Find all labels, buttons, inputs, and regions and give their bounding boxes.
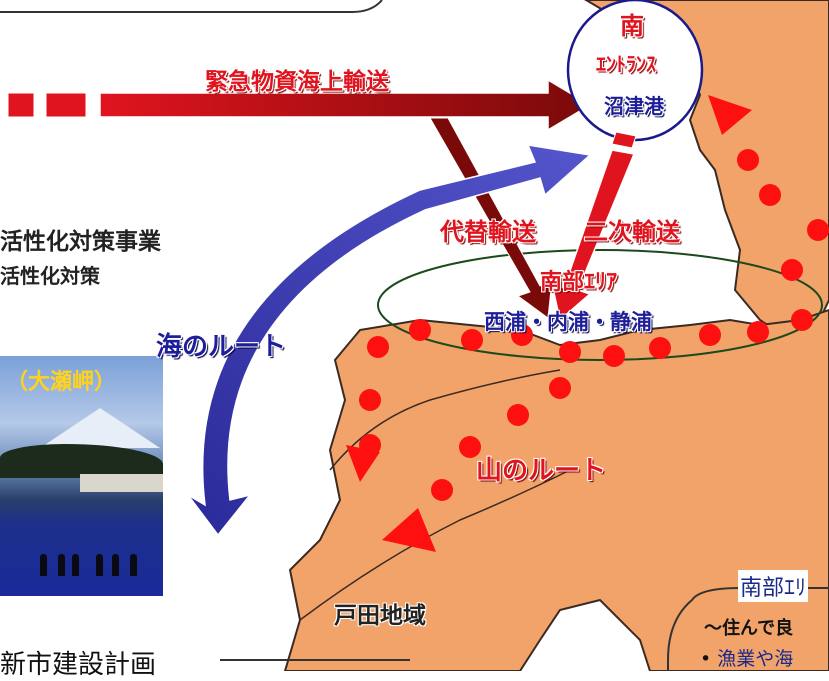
info-box-edge xyxy=(667,587,829,671)
dash-segment xyxy=(7,92,35,118)
mountain-route-dots xyxy=(359,149,829,501)
label-alternate-transport: 代替輸送 xyxy=(440,218,536,246)
emergency-transport-arrow xyxy=(99,78,592,132)
label-heda-area: 戸田地域 xyxy=(334,603,426,629)
label-revitalization-project: 活性化対策事業 xyxy=(0,229,161,255)
sea-route-arrow xyxy=(187,144,592,537)
label-emergency-sea-transport: 緊急物資海上輸送 xyxy=(205,69,389,95)
label-secondary-transport: 二次輸送 xyxy=(584,218,680,246)
route-arrowhead xyxy=(382,508,436,552)
label-new-city-plan: 新市建設計画 xyxy=(0,650,157,680)
secondary-transport-arrow xyxy=(550,149,636,322)
label-south-area: 南部ｴﾘｱ xyxy=(540,270,618,295)
coastline-inner xyxy=(329,369,561,471)
photo-cape-ose xyxy=(0,356,163,596)
photo-mountain xyxy=(40,408,160,448)
info-box-subtitle: ～住んで良 xyxy=(704,618,794,639)
callout-box-edge xyxy=(0,0,383,13)
dash-segment xyxy=(45,92,87,118)
secondary-transport-dash xyxy=(611,131,637,149)
south-area-ellipse xyxy=(377,249,823,361)
photo-divers xyxy=(0,536,163,576)
label-photo-caption: （大瀬岬） xyxy=(6,370,117,395)
label-south-area-ports: 西浦・内浦・静浦 xyxy=(484,310,652,334)
label-revitalization-measures: 活性化対策 xyxy=(0,264,100,288)
photo-trees xyxy=(0,444,163,478)
label-sea-route: 海のルート xyxy=(156,332,287,362)
label-mountain-route: 山のルート xyxy=(476,456,607,486)
land-peninsula xyxy=(283,308,829,671)
bullet-icon: • xyxy=(700,648,718,670)
info-box-bullet: • 漁業や海 xyxy=(700,644,793,671)
route-arrowhead xyxy=(708,95,752,135)
photo-shore xyxy=(80,474,163,492)
label-south: 南 xyxy=(620,12,644,40)
info-box-title: 南部ｴﾘ xyxy=(738,570,809,602)
alternate-transport-arrow xyxy=(429,117,553,319)
coastline-south xyxy=(299,469,571,621)
route-arrowhead xyxy=(346,445,380,482)
label-entrance: ｴﾝﾄﾗﾝｽ xyxy=(596,52,656,76)
info-box-bullet-text: 漁業や海 xyxy=(717,648,794,670)
label-numazu-port: 沼津港 xyxy=(604,94,664,118)
